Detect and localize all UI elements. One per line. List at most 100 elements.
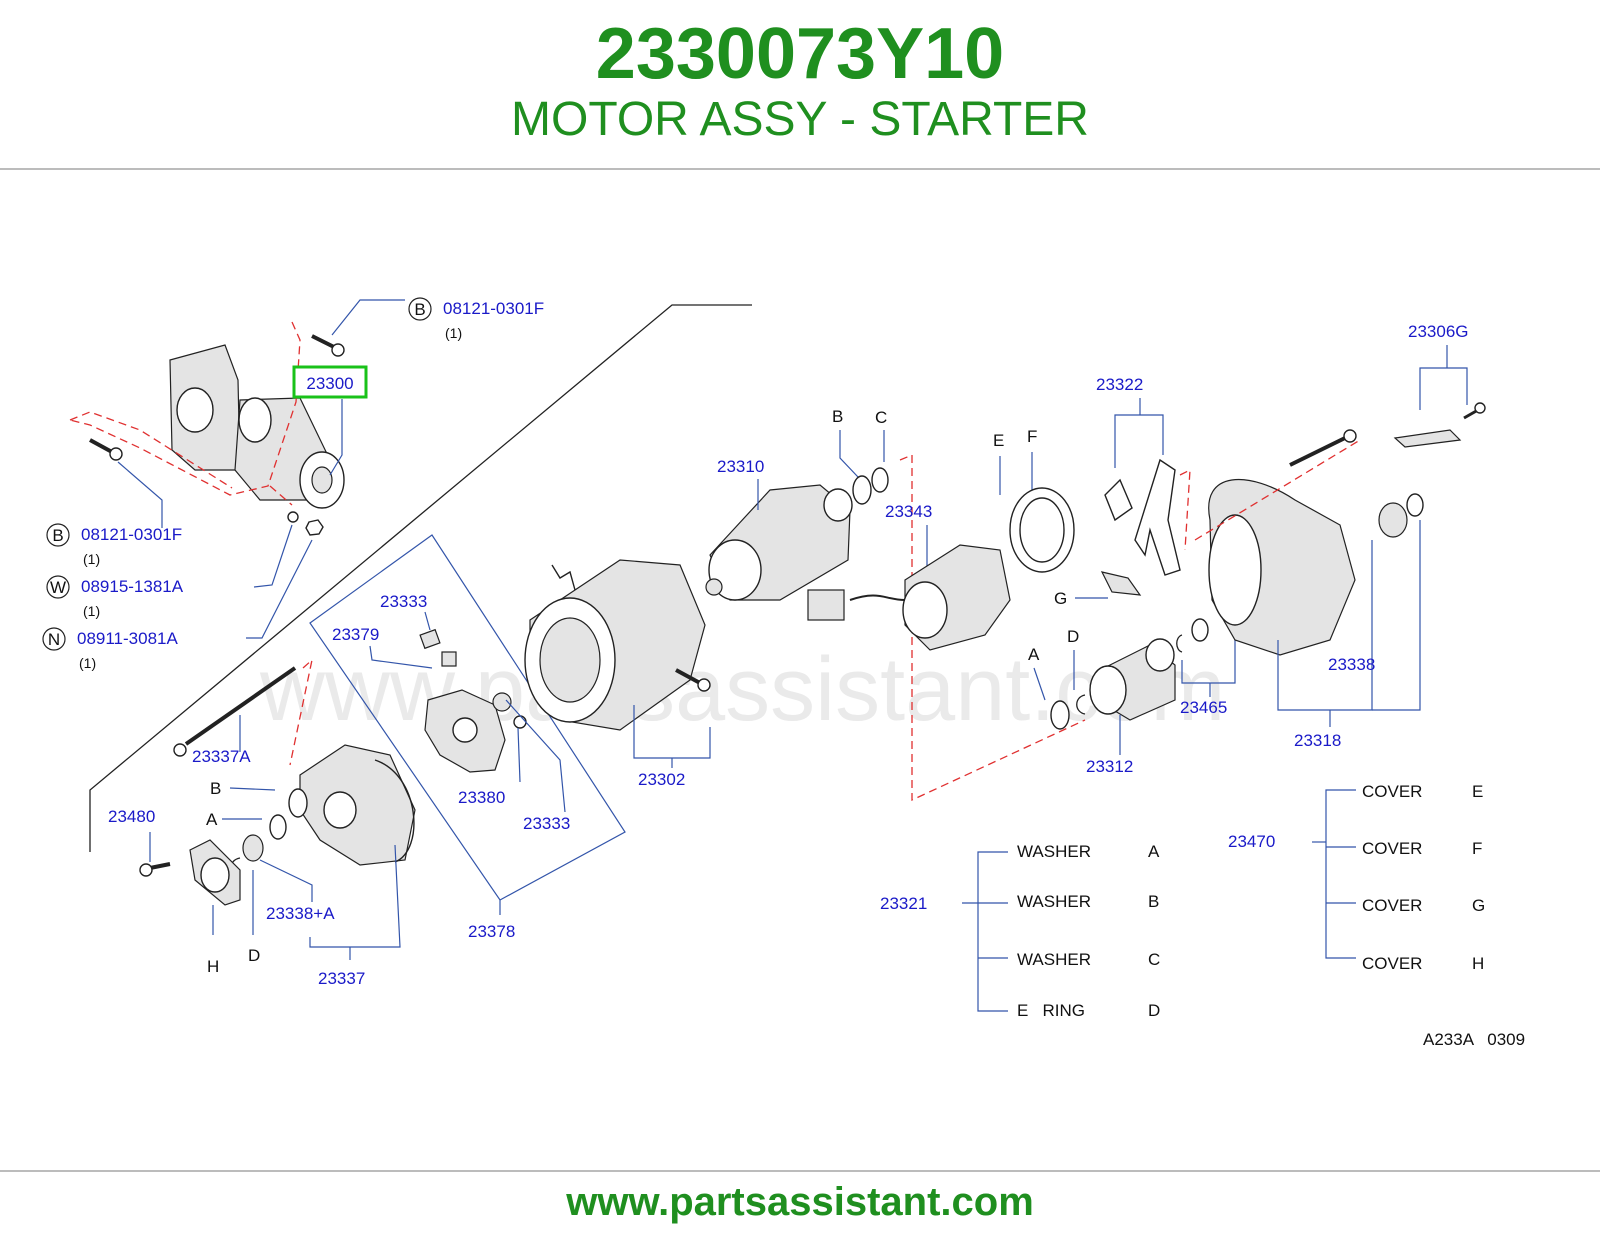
housing-bolt-drawing (1289, 429, 1357, 467)
part-23380[interactable]: 23380 (458, 788, 505, 807)
letter-b-left: B (52, 526, 63, 545)
bracket-23337 (309, 844, 401, 948)
qty-nut-n: (1) (79, 655, 96, 671)
part-bolt-b-top[interactable]: 08121-0301F (443, 299, 544, 318)
letter-a-pinion: A (1028, 645, 1040, 664)
bushing-23338-drawing (1378, 502, 1408, 538)
bolt-top-drawing (311, 334, 345, 357)
washer-row-name: WASHER (1017, 842, 1091, 861)
part-23470[interactable]: 23470 (1228, 832, 1275, 851)
bolt-left-drawing (89, 438, 123, 461)
cover-row-name: COVER (1362, 782, 1422, 801)
leader-bolt-b-left (117, 461, 163, 528)
washer-row-name: E RING (1017, 1001, 1085, 1020)
letter-e-cover: E (993, 431, 1004, 450)
part-23465[interactable]: 23465 (1180, 698, 1227, 717)
letter-d-rear: D (248, 946, 260, 965)
leader-23300 (329, 399, 343, 476)
part-23379[interactable]: 23379 (332, 625, 379, 644)
shift-lever-drawing (1104, 458, 1181, 576)
letter-b-armature: B (832, 407, 843, 426)
end-cap-drawing (189, 839, 241, 906)
bracket-cover-table (1325, 789, 1356, 959)
part-23302[interactable]: 23302 (638, 770, 685, 789)
letter-w: W (50, 578, 66, 597)
part-23318[interactable]: 23318 (1294, 731, 1341, 750)
brush-drawing (441, 651, 457, 667)
footer-url-link[interactable]: www.partsassistant.com (566, 1180, 1034, 1224)
part-23306g[interactable]: 23306G (1408, 322, 1469, 341)
frame-line (89, 304, 752, 852)
part-bolt-b-left[interactable]: 08121-0301F (81, 525, 182, 544)
leader-bolt-b-top (331, 299, 405, 336)
letter-badge-w (46, 575, 70, 599)
part-23378[interactable]: 23378 (468, 922, 515, 941)
diagram-code: A233A 0309 (1423, 1030, 1525, 1049)
leader-23333-top (424, 611, 431, 631)
bracket-23318-right (1372, 520, 1421, 711)
part-nut-n[interactable]: 08911-3081A (77, 629, 178, 648)
part-23312[interactable]: 23312 (1086, 757, 1133, 776)
qty-bolt-b-top: (1) (445, 325, 462, 341)
leader-23333-bottom (505, 699, 566, 813)
dashed-outline-left-3 (269, 485, 293, 506)
leader-b-armature (839, 430, 859, 478)
bracket-23318-left (1277, 540, 1373, 711)
leader-a-pinion (1033, 667, 1046, 701)
washer-a-pinion-drawing (1050, 700, 1070, 730)
washer-row-letter: D (1148, 1001, 1160, 1020)
washer-23465-drawing (1191, 618, 1209, 642)
letter-badge-b-top (408, 297, 432, 321)
leader-washer-w (253, 524, 293, 588)
letter-b-top: B (414, 300, 425, 319)
leader-nut-n (246, 539, 313, 639)
dashed-outline-housing (1194, 439, 1361, 541)
washer-row-name: WASHER (1017, 950, 1091, 969)
starter-motor-assembly-drawing (169, 344, 345, 509)
leader-23379 (369, 645, 433, 669)
part-23310[interactable]: 23310 (717, 457, 764, 476)
e-ring-pinion-drawing (1076, 694, 1086, 715)
cover-row-letter: G (1472, 896, 1485, 915)
cover-table: COVER E COVER F COVER G COVER H (1362, 782, 1485, 973)
letter-n: N (48, 630, 60, 649)
header-divider (0, 168, 1600, 170)
part-23337[interactable]: 23337 (318, 969, 365, 988)
bracket-23465 (1181, 640, 1236, 684)
rear-cover-drawing (299, 744, 416, 866)
footer-divider (0, 1170, 1600, 1172)
dashed-outline-rear (289, 658, 314, 766)
letter-c-armature: C (875, 408, 887, 427)
part-23322[interactable]: 23322 (1096, 375, 1143, 394)
cover-row-letter: E (1472, 782, 1483, 801)
part-23333-bottom[interactable]: 23333 (523, 814, 570, 833)
leader-b-rear (229, 787, 276, 791)
main-part-highlight-box[interactable] (292, 365, 368, 399)
cover-g-drawing (1100, 571, 1142, 596)
cover-row-letter: H (1472, 954, 1484, 973)
part-23338[interactable]: 23338 (1328, 655, 1375, 674)
part-code-heading: 2330073Y10 (595, 14, 1005, 94)
part-name-heading: MOTOR ASSY - STARTER (511, 93, 1089, 146)
bushing-rear-drawing (242, 834, 264, 862)
part-23337a[interactable]: 23337A (192, 747, 251, 766)
washer-housing-drawing (1406, 493, 1424, 517)
cover-row-name: COVER (1362, 954, 1422, 973)
part-23338a[interactable]: 23338+A (266, 904, 335, 923)
part-23333-top[interactable]: 23333 (380, 592, 427, 611)
part-23480[interactable]: 23480 (108, 807, 155, 826)
cover-row-letter: F (1472, 839, 1482, 858)
washer-c-armature-drawing (871, 467, 889, 493)
part-washer-w[interactable]: 08915-1381A (81, 577, 184, 596)
bracket-washer-table (977, 851, 1008, 1012)
part-23343[interactable]: 23343 (885, 502, 932, 521)
bracket-plate-drawing (1393, 429, 1462, 448)
bracket-bolt-drawing (1463, 402, 1486, 420)
qty-washer-w: (1) (83, 603, 100, 619)
front-housing-drawing (1208, 478, 1356, 656)
main-part-number[interactable]: 23300 (306, 374, 353, 393)
letter-a-rear: A (206, 810, 218, 829)
part-23321[interactable]: 23321 (880, 894, 927, 913)
bracket-23306g (1419, 367, 1468, 410)
letter-g-cover: G (1054, 589, 1067, 608)
